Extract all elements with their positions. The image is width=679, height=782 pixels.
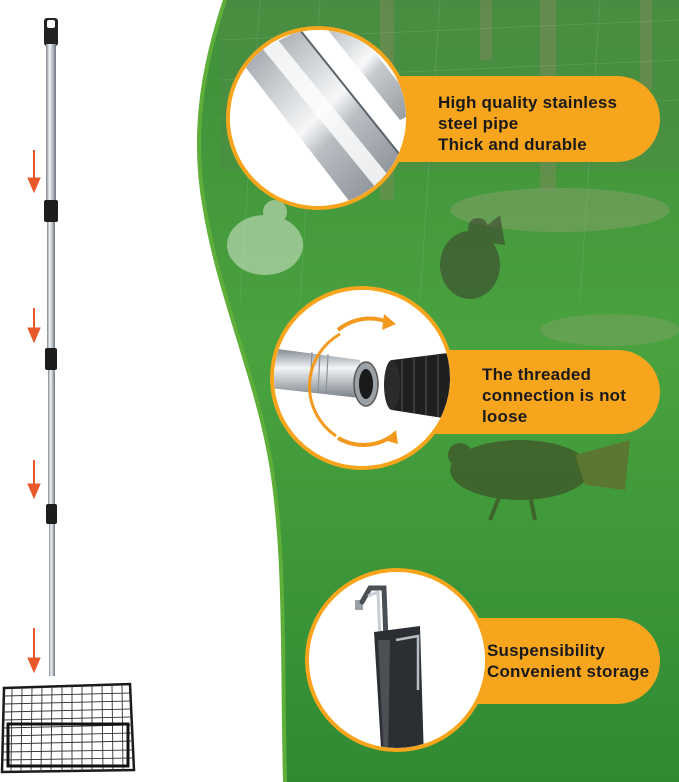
feature-line: Thick and durable xyxy=(438,135,587,154)
down-arrow-icon xyxy=(27,308,41,344)
down-arrow-icon xyxy=(27,150,41,194)
feature-line: Suspensibility xyxy=(487,641,606,660)
feature-line: steel pipe xyxy=(438,114,519,133)
wave-accent-line xyxy=(196,0,287,782)
feature-line: Convenient storage xyxy=(487,662,650,681)
feature-hanging-hook xyxy=(305,568,660,752)
thread-connection-closeup xyxy=(274,290,450,466)
pole-joint-1 xyxy=(44,200,58,222)
feature-threaded-connection xyxy=(270,286,660,470)
steel-pipe-closeup xyxy=(230,30,406,206)
chicken-silhouettes xyxy=(227,200,630,521)
feature-line: connection is not xyxy=(482,386,627,405)
down-arrow-icon xyxy=(27,628,41,674)
pole-joint-2 xyxy=(45,348,57,370)
extension-arrows xyxy=(27,150,41,674)
feature-steel-pipe xyxy=(226,26,660,210)
feature-banner xyxy=(330,76,660,162)
feature-label-threaded-connection: The threaded connection is not loose xyxy=(482,364,626,427)
telescopic-pole xyxy=(44,18,58,676)
white-wave-panel xyxy=(0,0,285,782)
pole-joint-3 xyxy=(46,504,57,524)
mesh-scoop-basket xyxy=(0,682,136,774)
hanging-hook-closeup xyxy=(309,572,485,748)
feature-line: High quality stainless xyxy=(438,93,618,112)
down-arrow-icon xyxy=(27,460,41,500)
feature-label-hanging-hook: Suspensibility Convenient storage xyxy=(487,640,649,682)
feature-label-steel-pipe: High quality stainless steel pipe Thick … xyxy=(438,92,617,155)
feature-line: The threaded xyxy=(482,365,592,384)
feature-line: loose xyxy=(482,407,528,426)
